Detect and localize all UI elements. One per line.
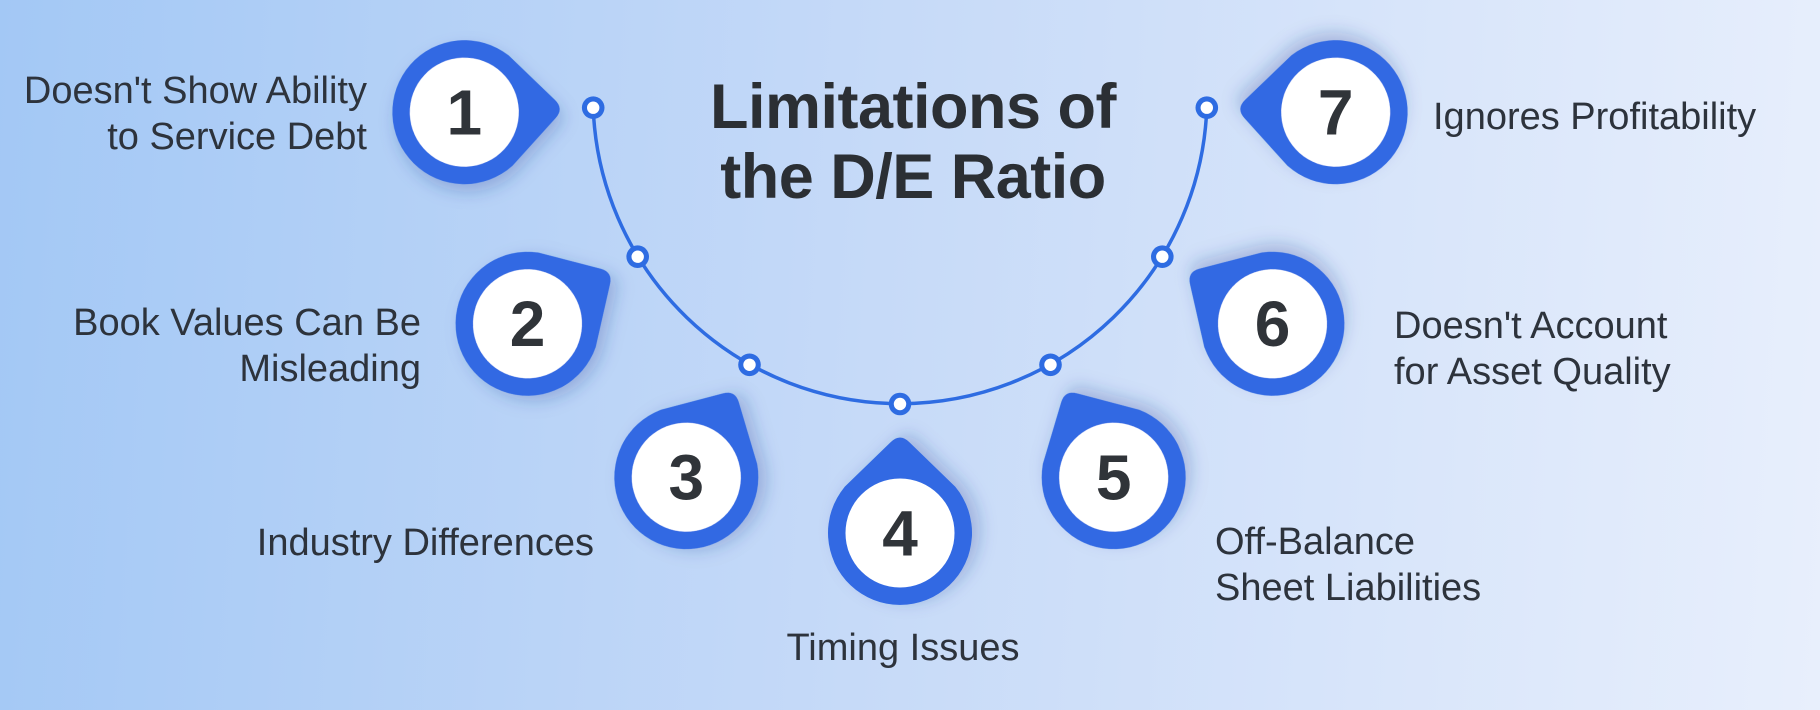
pin-inner-circle: [1218, 269, 1327, 379]
item-label-1: Doesn't Show Ability to Service Debt: [24, 68, 367, 160]
pin-marker-7: [1240, 40, 1408, 185]
pin-inner-circle: [1059, 422, 1169, 532]
item-label-5-line-2: Sheet Liabilities: [1215, 567, 1482, 609]
item-label-7-line-1: Ignores Profitability: [1433, 96, 1757, 138]
pin-number-2: 2: [510, 288, 546, 360]
item-label-1-line-2: to Service Debt: [107, 116, 367, 158]
pin-number-1: 1: [447, 77, 483, 149]
pin-number-4: 4: [882, 497, 918, 569]
arc-dot-4: [888, 392, 912, 416]
item-label-2: Book Values Can Be Misleading: [73, 300, 421, 392]
pin-inner-circle: [409, 57, 519, 167]
infographic-title: Limitations of the D/E Ratio: [710, 72, 1116, 212]
pin-inner-circle: [1281, 57, 1391, 167]
item-label-5: Off-Balance Sheet Liabilities: [1215, 519, 1481, 611]
item-label-2-line-1: Book Values Can Be: [73, 302, 421, 344]
pin-marker-4: [828, 437, 972, 605]
pin-marker-2: [455, 251, 611, 396]
pin-inner-circle: [845, 478, 955, 588]
pin-marker-6: [1189, 251, 1345, 396]
item-label-2-line-2: Misleading: [239, 348, 421, 390]
item-label-4-line-1: Timing Issues: [786, 627, 1020, 669]
pin-number-3: 3: [669, 442, 705, 514]
item-label-4: Timing Issues: [787, 625, 1020, 671]
item-label-5-line-1: Off-Balance: [1215, 521, 1415, 563]
title-line-2: the D/E Ratio: [720, 142, 1106, 212]
arc-dot-2: [626, 245, 649, 268]
pin-marker-5: [1041, 392, 1186, 550]
item-label-3: Industry Differences: [257, 520, 594, 566]
item-label-3-line-1: Industry Differences: [256, 522, 594, 564]
arc-dot-5: [1039, 353, 1062, 377]
arc-dot-7: [1195, 96, 1219, 119]
arc-dot-6: [1151, 245, 1174, 268]
item-label-6-line-2: for Asset Quality: [1394, 351, 1671, 393]
pin-number-7: 7: [1318, 77, 1354, 149]
arc-dot-1: [581, 96, 605, 119]
pin-marker-1: [392, 40, 560, 185]
pin-inner-circle: [473, 269, 582, 379]
arc-dot-3: [738, 353, 761, 377]
pin-number-5: 5: [1096, 442, 1132, 514]
pin-inner-circle: [631, 422, 741, 532]
pin-marker-3: [614, 392, 759, 550]
title-line-1: Limitations of: [710, 72, 1116, 142]
item-label-6: Doesn't Account for Asset Quality: [1394, 303, 1671, 395]
item-label-1-line-1: Doesn't Show Ability: [23, 70, 367, 112]
item-label-6-line-1: Doesn't Account: [1394, 305, 1668, 347]
pin-number-6: 6: [1255, 288, 1291, 360]
item-label-7: Ignores Profitability: [1433, 94, 1756, 140]
